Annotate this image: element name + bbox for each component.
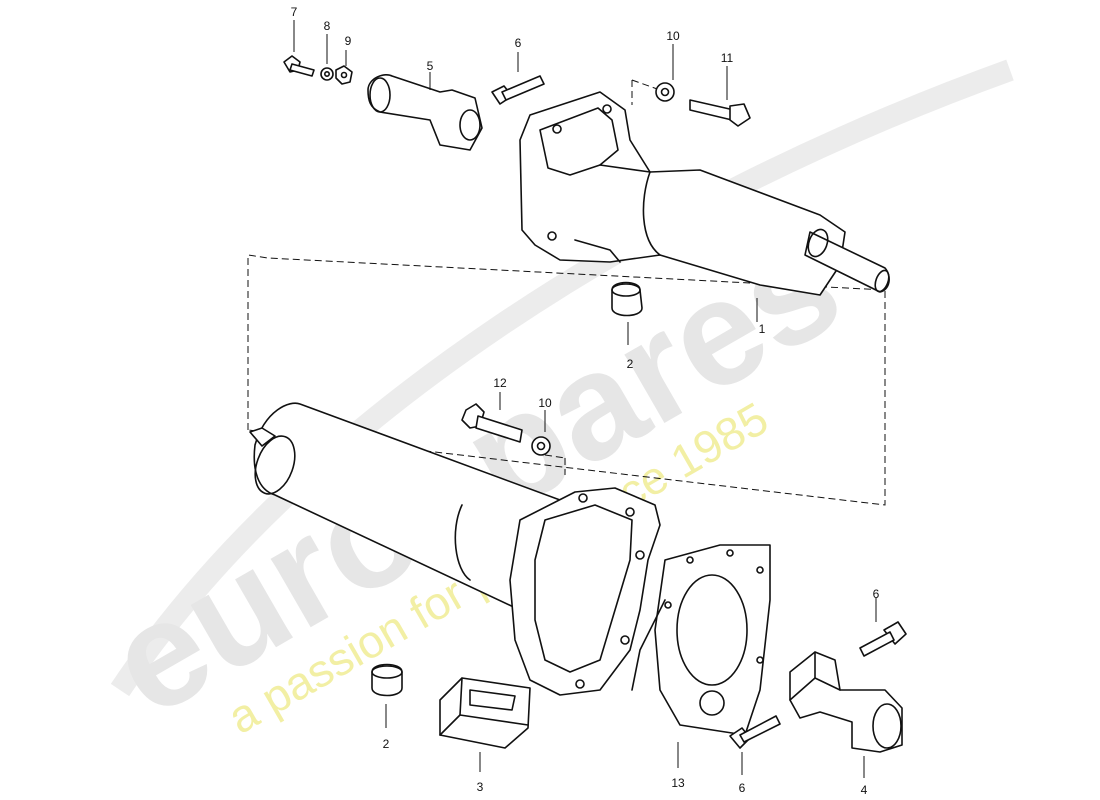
part-9-nut [335, 50, 353, 85]
part-6-bolt-right [859, 598, 907, 657]
part-label-11[interactable]: 11 [721, 51, 734, 65]
part-8-washer [320, 34, 334, 81]
watermark-swoosh [110, 59, 1014, 697]
part-2-cap-lower [371, 663, 403, 728]
part-label-12[interactable]: 12 [493, 376, 507, 390]
part-label-3[interactable]: 3 [477, 780, 484, 794]
part-6-bolt-top [491, 52, 545, 105]
part-5-sleeve [367, 72, 483, 151]
part-1-outer-tube-housing [519, 91, 890, 322]
part-label-6-top[interactable]: 6 [515, 36, 522, 50]
part-13-gasket [631, 544, 771, 768]
part-2-cap-upper [611, 281, 643, 345]
part-label-2-upper[interactable]: 2 [627, 357, 634, 371]
part-11-bolt [689, 66, 751, 127]
inner-tube [249, 402, 561, 611]
part-labels: 1 2 2 3 4 5 6 6 6 7 8 9 10 10 11 12 13 [291, 5, 880, 797]
part-label-13[interactable]: 13 [671, 776, 685, 790]
assembly-outline [247, 79, 886, 506]
part-6-bolt-bottom [729, 715, 781, 775]
part-label-10-lower[interactable]: 10 [538, 396, 552, 410]
part-label-8[interactable]: 8 [324, 19, 331, 33]
part-12-bolt [461, 392, 523, 443]
part-label-6-bottom[interactable]: 6 [739, 781, 746, 795]
part-label-10-upper[interactable]: 10 [666, 29, 680, 43]
part-10-washer-lower [531, 410, 551, 456]
part-4-coupling [789, 651, 903, 778]
part-label-5[interactable]: 5 [427, 59, 434, 73]
part-label-9[interactable]: 9 [345, 34, 352, 48]
part-3-block [439, 677, 531, 772]
part-7-screw [283, 20, 315, 77]
flange-housing [509, 487, 661, 696]
part-label-4[interactable]: 4 [861, 783, 868, 797]
part-label-2-lower[interactable]: 2 [383, 737, 390, 751]
part-label-1[interactable]: 1 [759, 322, 766, 336]
part-label-6-right[interactable]: 6 [873, 587, 880, 601]
part-label-7[interactable]: 7 [291, 5, 298, 19]
part-10-washer-upper [655, 44, 675, 102]
